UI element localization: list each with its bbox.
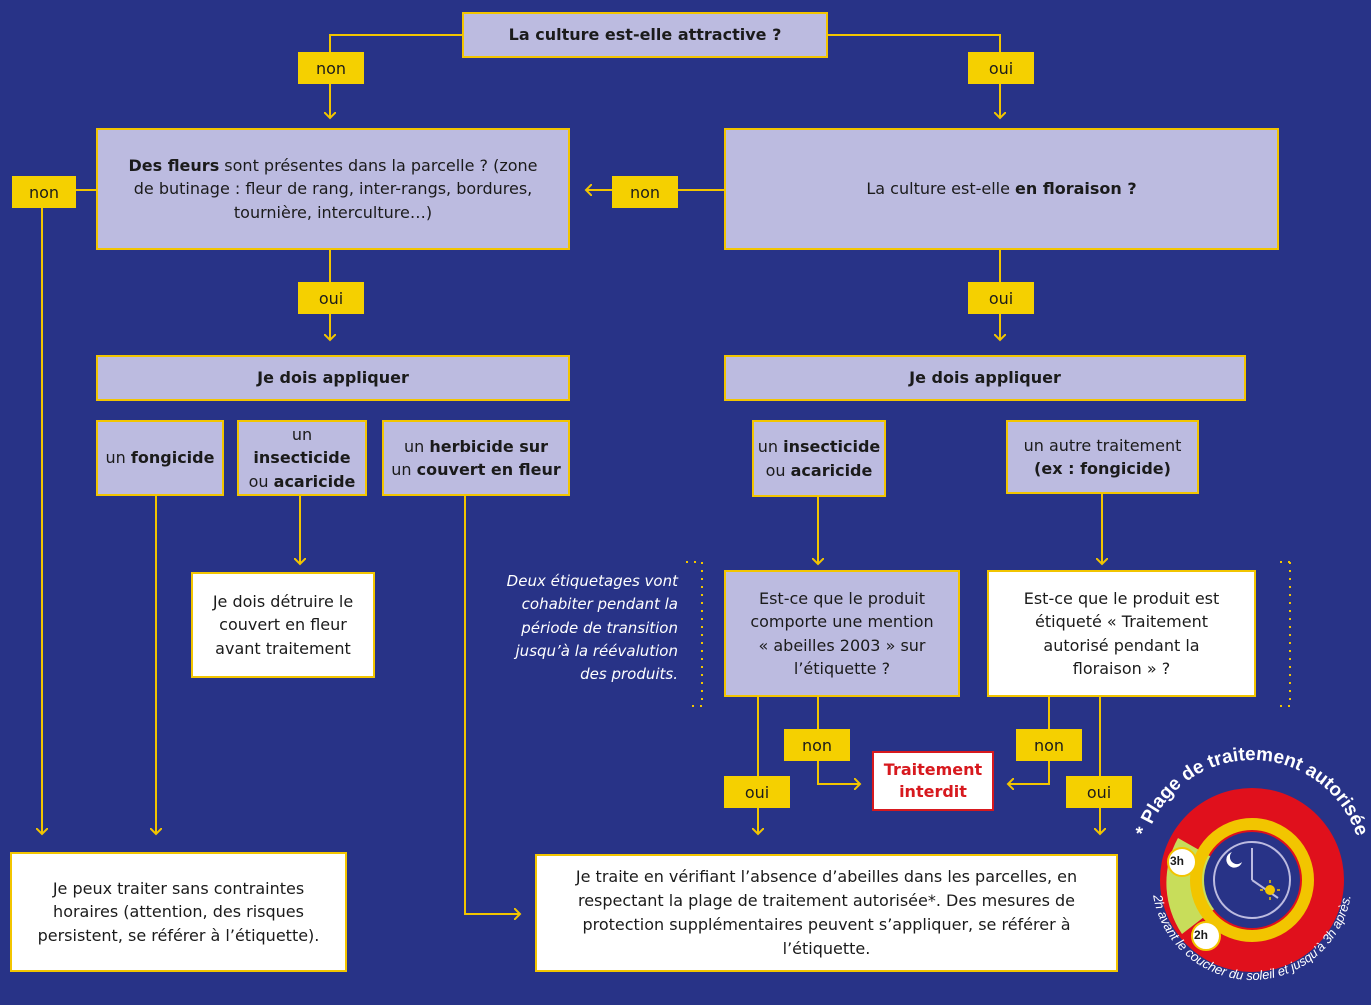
question-floraison: La culture est-elle en floraison ? (724, 128, 1279, 250)
result-detruire-couvert: Je dois détruire le couvert en fleur ava… (191, 572, 375, 678)
question-abeilles-2003: Est-ce que le produit comporte une menti… (724, 570, 960, 697)
label-non-floraison: non (612, 176, 678, 208)
transition-note: Deux étiquetages vont cohabiter pendant … (506, 572, 678, 683)
plage-after-label: 2h (1194, 928, 1209, 942)
label-non-etiquete: non (1016, 729, 1082, 761)
question-fleurs: Des fleurs sont présentes dans la parcel… (96, 128, 570, 250)
question-fleurs-text: sont présentes dans la parcelle ? (zone … (133, 156, 538, 222)
label-non-attractive: non (298, 52, 364, 84)
label-oui-attractive: oui (968, 52, 1034, 84)
question-etiquete-floraison: Est-ce que le produit est étiqueté « Tra… (987, 570, 1256, 697)
option-fongicide: un fongicide (96, 420, 224, 496)
header-appliquer-left: Je dois appliquer (96, 355, 570, 401)
question-floraison-bold: en floraison ? (1015, 179, 1137, 199)
result-sans-contraintes: Je peux traiter sans contraintes horaire… (10, 852, 347, 972)
question-fleurs-bold: Des fleurs (128, 156, 220, 176)
plage-clock-graphic: * Plage de traitement autorisée 2h avant… (1132, 744, 1371, 983)
label-non-fleurs: non (12, 176, 76, 208)
label-oui-fleurs: oui (298, 282, 364, 314)
question-attractive-text: La culture est-elle attractive ? (508, 25, 782, 45)
result-traitement-interdit: Traitement interdit (872, 751, 994, 811)
label-oui-floraison: oui (968, 282, 1034, 314)
result-je-traite: Je traite en vérifiant l’absence d’abeil… (535, 854, 1118, 972)
plage-before-label: 3h (1170, 854, 1185, 868)
option-autre-traitement: un autre traitement(ex : fongicide) (1006, 420, 1199, 494)
label-non-abeilles: non (784, 729, 850, 761)
question-floraison-text: La culture est-elle (866, 179, 1016, 199)
plage-traitement-badge: * Plage de traitement autorisée 2h avant… (1120, 740, 1371, 1001)
label-oui-etiquete: oui (1066, 776, 1132, 808)
label-oui-abeilles: oui (724, 776, 790, 808)
question-attractive: La culture est-elle attractive ? (462, 12, 828, 58)
header-appliquer-right: Je dois appliquer (724, 355, 1246, 401)
